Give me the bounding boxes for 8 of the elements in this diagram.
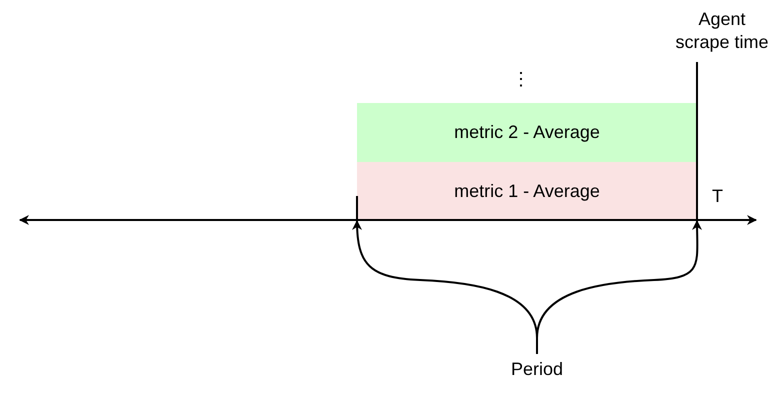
marker-line (696, 62, 698, 220)
period-label: Period (492, 354, 582, 384)
axis-label: T (712, 187, 723, 205)
ellipsis-mark: ⋮ (512, 70, 530, 88)
brace-arrow (536, 220, 702, 354)
metric-bar: metric 2 - Average (357, 103, 697, 162)
marker-label: Agent scrape time (672, 4, 772, 58)
metric-bar: metric 1 - Average (357, 162, 697, 220)
